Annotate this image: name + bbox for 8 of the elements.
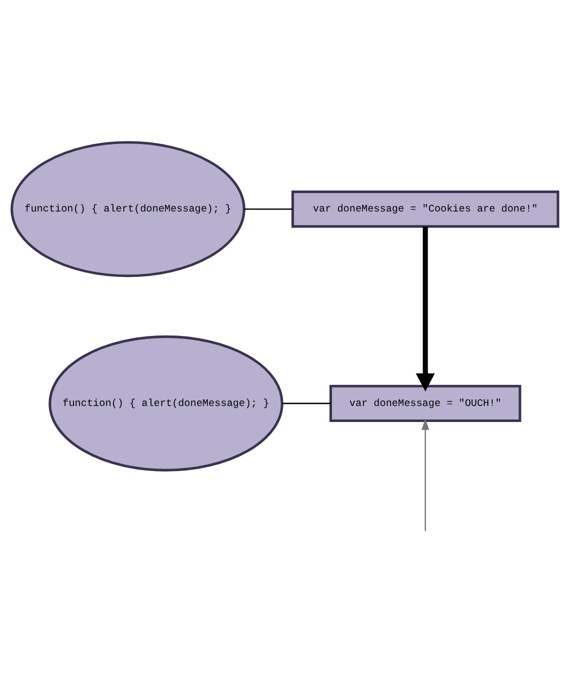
arrow bbox=[416, 226, 435, 392]
connector bbox=[282, 402, 331, 404]
connector bbox=[244, 208, 293, 210]
node-ellipse: function() { alert(doneMessage); } bbox=[48, 335, 284, 472]
node-ellipse: function() { alert(doneMessage); } bbox=[10, 141, 246, 278]
arrow bbox=[421, 418, 430, 531]
node-box: var doneMessage = "OUCH!" bbox=[329, 384, 522, 422]
node-box: var doneMessage = "Cookies are done!" bbox=[291, 190, 560, 228]
